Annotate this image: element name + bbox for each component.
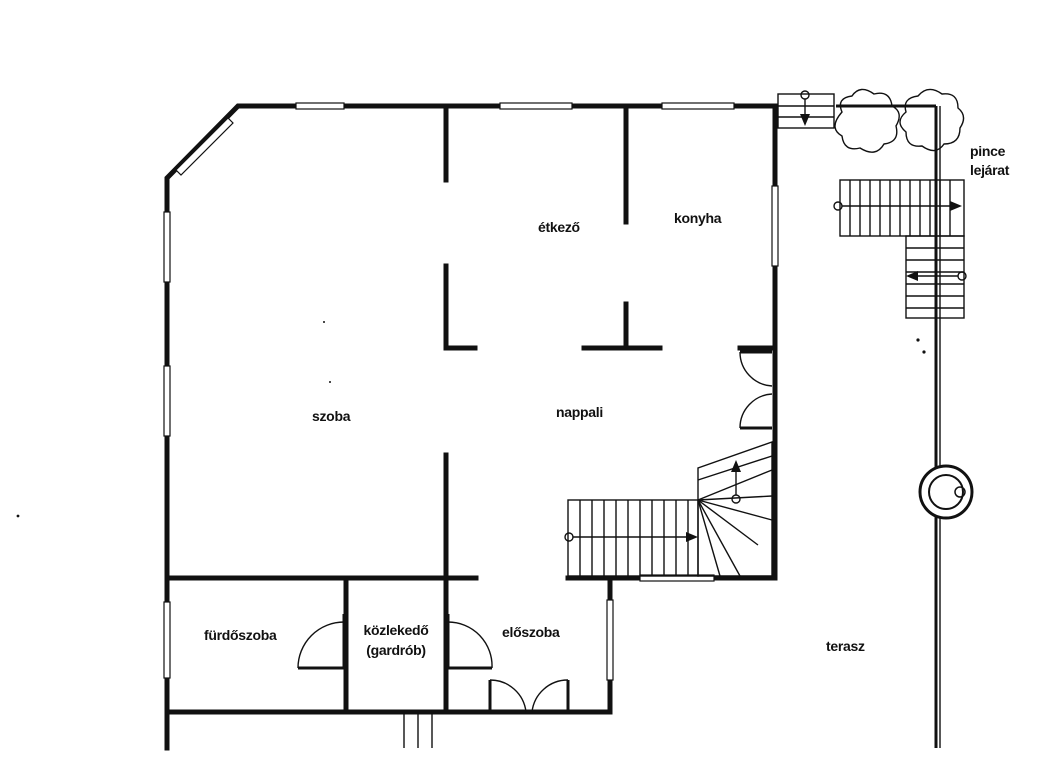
room-label-furdoszoba: fürdőszoba [204,627,277,643]
specks [16,321,926,518]
room-label-pince-line1: pince [970,143,1006,159]
room-label-szoba: szoba [312,408,351,424]
cellar-staircase [833,179,967,319]
outer-walls [164,103,778,751]
well-icon [918,464,974,520]
room-label-kozlekedo-line1: közlekedő [363,622,429,638]
windows [163,102,779,681]
room-label-kozlekedo: közlekedő (gardrób) [348,620,444,660]
entry-steps [777,90,835,129]
up-arrow-icon [731,460,741,472]
exterior-lines [403,712,433,748]
tree-icon [834,88,900,153]
doors [297,350,773,713]
room-label-etkezo: étkező [538,219,580,235]
room-label-pince: pince lejárat [970,142,1009,180]
interior-walls [164,105,663,715]
down-arrow-icon [800,114,810,126]
right-arrow-icon [950,201,962,211]
room-label-konyha: konyha [674,210,722,226]
room-label-kozlekedo-line2: (gardrób) [366,642,426,658]
room-label-eloszoba: előszoba [502,624,560,640]
left-arrow-icon [906,271,918,281]
room-label-terasz: terasz [826,638,865,654]
tree-icon [899,88,965,152]
room-label-pince-line2: lejárat [970,162,1010,178]
main-staircase [564,441,773,577]
room-label-nappali: nappali [556,404,603,420]
right-arrow-icon [686,532,698,542]
